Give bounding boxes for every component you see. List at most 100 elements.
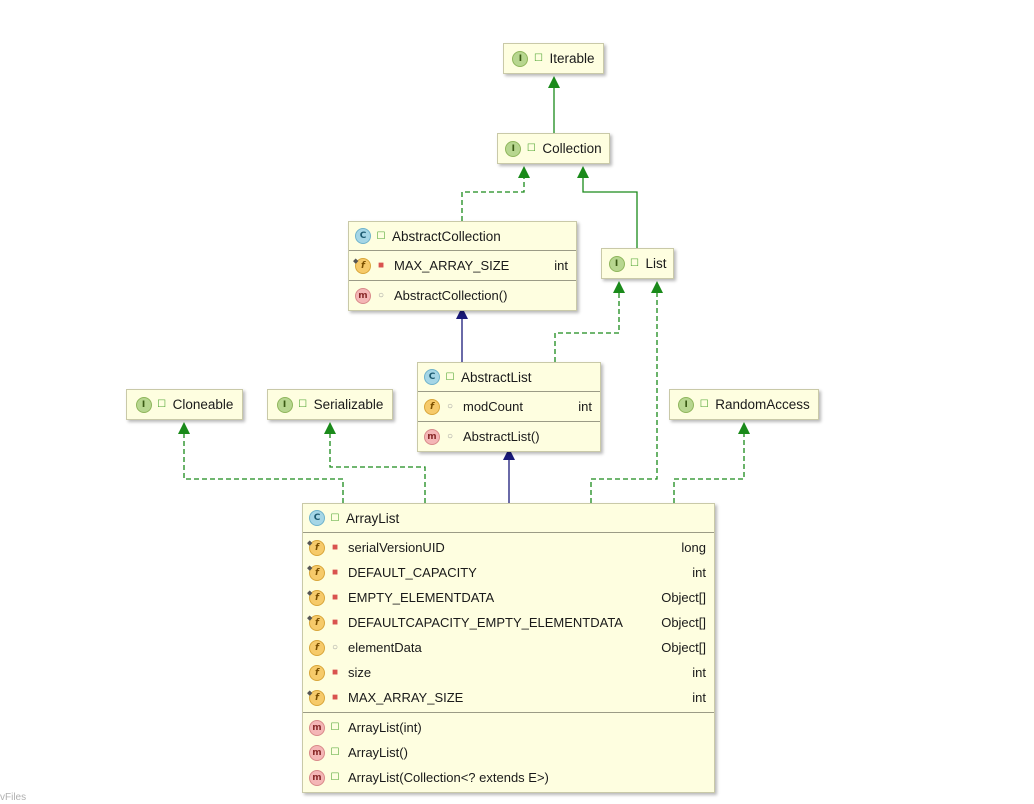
private-visibility-icon: ■ [331, 692, 339, 703]
edge-array-list-to-serializable [324, 422, 426, 503]
public-visibility-icon: ☐ [534, 53, 543, 64]
field-icon: f◆ [307, 589, 325, 606]
interface-icon: I [512, 50, 529, 67]
edge-list-to-collection [577, 166, 638, 248]
node-cloneable[interactable]: I☐Cloneable [126, 389, 243, 420]
field-icon: f [424, 398, 440, 415]
field-type: int [692, 565, 706, 580]
public-visibility-icon: ☐ [699, 399, 709, 410]
methods-section: m☐ArrayList(int)m☐ArrayList()m☐ArrayList… [303, 712, 714, 792]
package-visibility-icon: ○ [446, 431, 454, 442]
package-visibility-icon: ○ [331, 642, 339, 653]
method-icon: m [309, 769, 325, 786]
field-icon: f◆ [353, 257, 371, 274]
methods-section: m ○ AbstractList() [418, 421, 600, 451]
field-name: MAX_ARRAY_SIZE [348, 690, 464, 705]
package-visibility-icon: ○ [446, 401, 454, 412]
field-icon: f◆ [307, 539, 325, 556]
field-icon: f◆ [307, 689, 325, 706]
public-visibility-icon: ☐ [526, 143, 536, 154]
field-row[interactable]: f◆ ■ EMPTY_ELEMENTDATA Object[] [303, 585, 714, 610]
method-row[interactable]: m☐ArrayList(Collection<? extends E>) [303, 765, 714, 790]
method-name: AbstractList() [463, 429, 540, 444]
interface-icon: I [276, 396, 293, 413]
public-visibility-icon: ☐ [330, 722, 340, 733]
field-type: Object[] [661, 590, 706, 605]
field-row[interactable]: f ■ size int [303, 660, 714, 685]
private-visibility-icon: ■ [331, 617, 339, 628]
node-collection[interactable]: I ☐ Collection [497, 133, 610, 164]
package-visibility-icon: ○ [377, 290, 385, 301]
public-visibility-icon: ☐ [376, 230, 386, 242]
class-icon: C [355, 228, 371, 244]
field-icon: f◆ [307, 564, 325, 581]
node-header: I☐RandomAccess [670, 390, 818, 419]
node-title: Collection [542, 141, 602, 156]
edge-abstract-list-to-list [554, 281, 625, 362]
arrow-head [503, 448, 515, 460]
node-title: List [645, 256, 667, 271]
node-title: Cloneable [172, 397, 234, 412]
node-header: I☐Cloneable [127, 390, 242, 419]
edge-collection-to-iterable [548, 76, 560, 133]
interface-icon: I [678, 396, 695, 413]
field-name: EMPTY_ELEMENTDATA [348, 590, 495, 605]
public-visibility-icon: ☐ [630, 258, 639, 269]
field-name: size [348, 665, 372, 680]
method-icon: m [309, 719, 325, 736]
node-header: I☐Iterable [504, 44, 603, 73]
node-list[interactable]: I ☐ List [601, 248, 674, 279]
public-visibility-icon: ☐ [298, 399, 308, 410]
node-header: C☐AbstractList [418, 363, 600, 391]
node-header: I ☐ List [602, 249, 673, 278]
edge-array-list-to-cloneable [178, 422, 344, 503]
edge-array-list-to-random-access [673, 422, 750, 503]
node-random-access[interactable]: I☐RandomAccess [669, 389, 819, 420]
field-name: DEFAULT_CAPACITY [348, 565, 477, 580]
field-icon: f [309, 639, 325, 656]
method-row[interactable]: m☐ArrayList(int) [303, 715, 714, 740]
method-row[interactable]: m○AbstractCollection() [349, 283, 576, 308]
edge-array-list-to-abstract-list [503, 448, 515, 503]
node-serializable[interactable]: I ☐ Serializable [267, 389, 393, 420]
method-icon: m [424, 428, 440, 445]
interface-icon: I [505, 140, 522, 157]
node-title: AbstractCollection [392, 228, 501, 244]
private-visibility-icon: ■ [331, 592, 339, 603]
arrow-head [738, 422, 750, 434]
field-type: Object[] [661, 615, 706, 630]
edge-abstract-list-to-abstract-collection [456, 307, 468, 362]
private-visibility-icon: ■ [331, 667, 339, 678]
method-row[interactable]: m☐ArrayList() [303, 740, 714, 765]
private-visibility-icon: ■ [331, 542, 339, 553]
field-type: long [681, 540, 706, 555]
node-iterable[interactable]: I☐Iterable [503, 43, 604, 74]
node-title: Serializable [313, 397, 384, 412]
method-icon: m [355, 287, 371, 304]
field-row[interactable]: f◆ ■ MAX_ARRAY_SIZE int [303, 685, 714, 710]
node-header: I ☐ Serializable [268, 390, 392, 419]
field-type: int [692, 665, 706, 680]
methods-section: m○AbstractCollection() [349, 280, 576, 310]
arrow-head [651, 281, 663, 293]
public-visibility-icon: ☐ [330, 512, 340, 524]
public-visibility-icon: ☐ [330, 772, 340, 783]
field-icon: f [309, 664, 325, 681]
field-type: int [692, 690, 706, 705]
edge-abstract-collection-to-collection [461, 166, 530, 221]
interface-icon: I [608, 255, 625, 272]
method-row[interactable]: m ○ AbstractList() [418, 424, 600, 449]
method-icon: m [309, 744, 325, 761]
private-visibility-icon: ■ [377, 260, 385, 271]
